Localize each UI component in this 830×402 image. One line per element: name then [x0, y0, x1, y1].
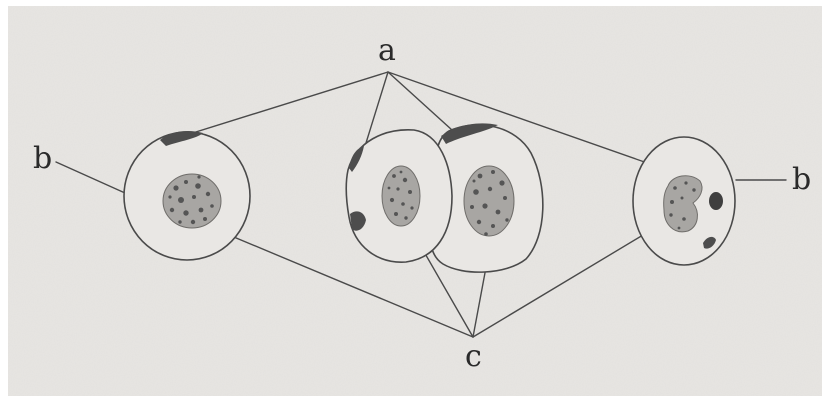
cell-left — [124, 131, 250, 260]
label-a: a — [378, 33, 396, 68]
cell-middle-right-nucleus — [464, 166, 514, 236]
cell-middle-left-nucleus — [382, 166, 420, 226]
label-b-right: b — [792, 162, 811, 197]
label-c: c — [465, 339, 482, 374]
cell-right-dark-body — [709, 192, 723, 210]
cell-right — [633, 137, 735, 265]
label-b-left: b — [33, 141, 52, 176]
cell-middle-left — [346, 130, 452, 262]
cell-left-nucleus — [163, 174, 221, 228]
